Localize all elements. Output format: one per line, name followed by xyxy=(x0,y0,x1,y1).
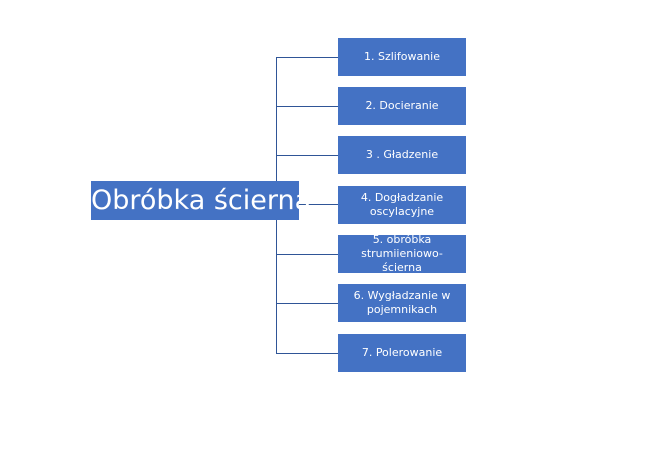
connector-child-5 xyxy=(276,254,338,255)
connector-child-3 xyxy=(276,155,338,156)
child-node-1: 1. Szlifowanie xyxy=(338,38,466,76)
child-node-7: 7. Polerowanie xyxy=(338,334,466,372)
connector-child-7 xyxy=(276,353,338,354)
connector-child-1 xyxy=(276,57,338,58)
child-node-3: 3 . Gładzenie xyxy=(338,136,466,174)
connector-root xyxy=(299,204,338,205)
child-node-label: 7. Polerowanie xyxy=(361,346,443,359)
child-node-label: 1. Szlifowanie xyxy=(364,50,440,63)
child-node-2: 2. Docieranie xyxy=(338,87,466,125)
child-node-6: 6. Wygładzanie w pojemnikach xyxy=(338,284,466,322)
connector-child-2 xyxy=(276,106,338,107)
child-node-label: 3 . Gładzenie xyxy=(365,148,439,161)
child-node-4: 4. Dogładzanie oscylacyjne xyxy=(338,186,466,224)
child-node-label: 4. Dogładzanie oscylacyjne xyxy=(360,191,444,218)
child-node-label: 2. Docieranie xyxy=(365,99,439,112)
child-node-label: 6. Wygładzanie w pojemnikach xyxy=(353,289,451,316)
root-node: Obróbka ścierna xyxy=(91,181,311,220)
child-node-5: 5. obróbka strumiieniowo-ścierna xyxy=(338,233,466,274)
connector-child-6 xyxy=(276,303,338,304)
child-node-label: 5. obróbka strumiieniowo-ścierna xyxy=(361,233,443,274)
